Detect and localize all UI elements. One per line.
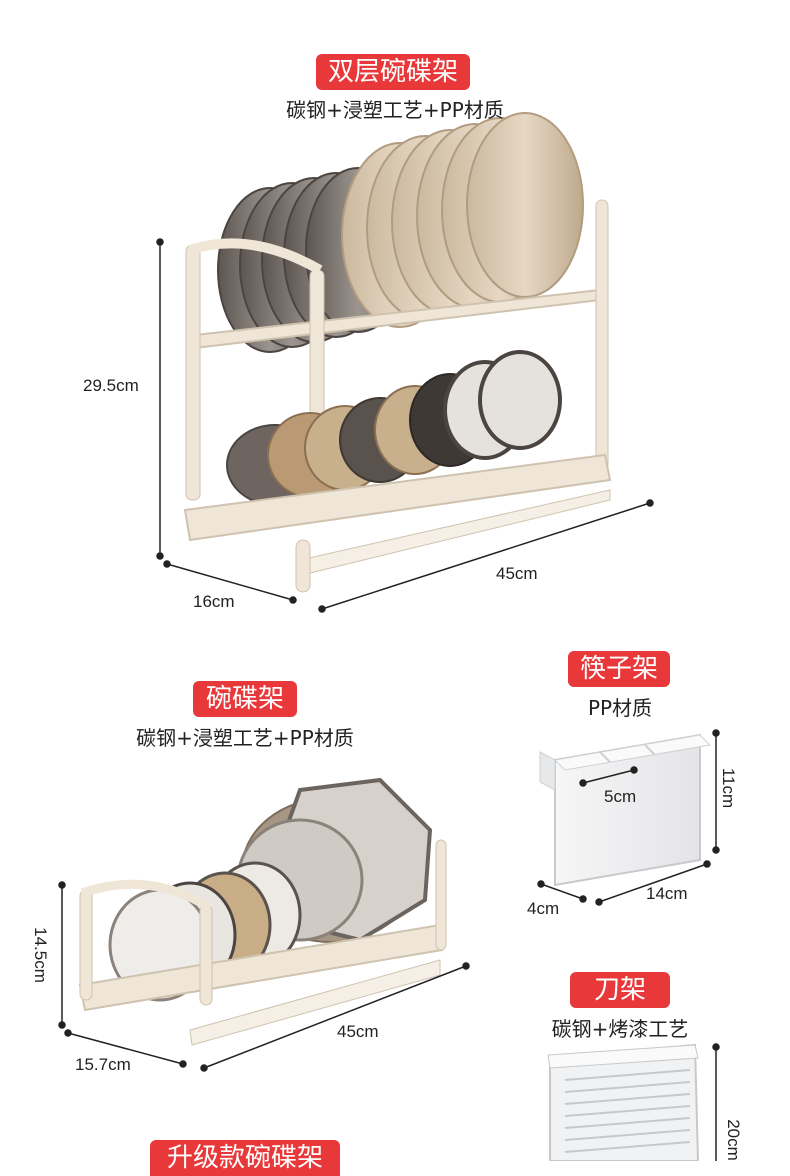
double-rack-dimension-lines xyxy=(156,238,654,613)
single-rack-width-label: 45cm xyxy=(337,1022,379,1041)
knife-rack-title-badge: 刀架 xyxy=(570,972,670,1008)
chopstick-holder-dimension-lines xyxy=(537,729,720,906)
double-rack-title-badge: 双层碗碟架 xyxy=(316,54,470,90)
knife-rack-height-label: 20cm xyxy=(723,1119,743,1161)
upgraded-rack-title-badge: 升级款碗碟架 xyxy=(150,1140,340,1176)
double-rack-subtitle: 碳钢+浸塑工艺+PP材质 xyxy=(286,98,504,122)
chopstick-holder-depth-label: 4cm xyxy=(527,899,560,918)
single-rack-image xyxy=(78,777,447,1046)
knife-rack-image xyxy=(547,1043,700,1161)
single-rack-title-badge: 碗碟架 xyxy=(193,681,297,717)
double-rack-height-label: 29.5cm xyxy=(83,376,139,395)
chopstick-holder-image xyxy=(539,733,712,887)
single-rack-subtitle: 碳钢+浸塑工艺+PP材质 xyxy=(136,726,354,750)
chopstick-holder-title-badge: 筷子架 xyxy=(568,651,670,687)
chopstick-holder-height-label: 11cm xyxy=(719,767,739,809)
double-rack-image xyxy=(183,112,612,593)
knife-rack-subtitle: 碳钢+烤漆工艺 xyxy=(551,1017,689,1041)
single-rack-dimension-lines xyxy=(58,881,470,1072)
double-rack-depth-label: 16cm xyxy=(193,592,235,611)
single-rack-depth-label: 15.7cm xyxy=(75,1055,131,1074)
single-rack-height-label: 14.5cm xyxy=(30,927,50,983)
chopstick-holder-width-label: 14cm xyxy=(646,884,688,903)
double-rack-width-label: 45cm xyxy=(496,564,538,583)
knife-rack-dimension-lines xyxy=(712,1043,720,1161)
chopstick-holder-inner-label: 5cm xyxy=(604,787,637,806)
chopstick-holder-subtitle: PP材质 xyxy=(587,696,653,720)
